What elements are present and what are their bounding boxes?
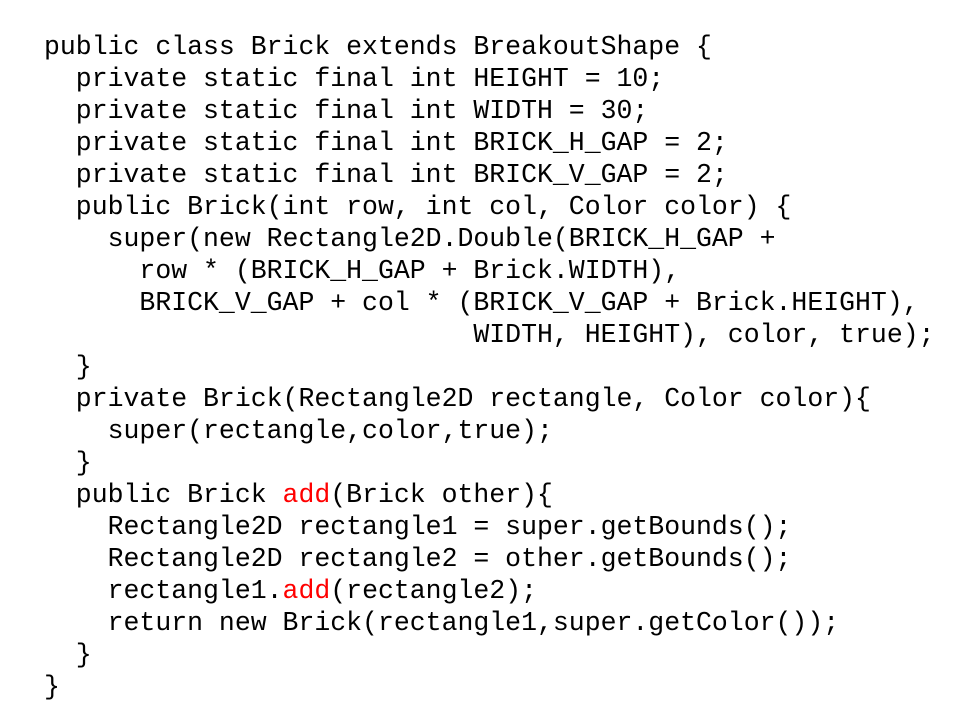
code-line: private static final int HEIGHT = 10;: [44, 63, 935, 95]
code-line: private static final int BRICK_H_GAP = 2…: [44, 127, 935, 159]
highlighted-method-name: add: [282, 480, 331, 510]
code-segment: super(new Rectangle2D.Double(BRICK_H_GAP…: [44, 224, 776, 254]
code-segment: rectangle1.: [44, 576, 283, 606]
code-line: public Brick(int row, int col, Color col…: [44, 191, 935, 223]
code-segment: private static final int WIDTH = 30;: [44, 96, 649, 126]
code-line: }: [44, 447, 935, 479]
code-line: super(rectangle,color,true);: [44, 415, 935, 447]
code-line: super(new Rectangle2D.Double(BRICK_H_GAP…: [44, 223, 935, 255]
code-line: }: [44, 639, 935, 671]
code-line: private Brick(Rectangle2D rectangle, Col…: [44, 383, 935, 415]
code-segment: super(rectangle,color,true);: [44, 416, 553, 446]
code-line: Rectangle2D rectangle2 = other.getBounds…: [44, 543, 935, 575]
code-segment: }: [44, 672, 60, 702]
code-line: WIDTH, HEIGHT), color, true);: [44, 319, 935, 351]
code-line: }: [44, 671, 935, 703]
code-line: public class Brick extends BreakoutShape…: [44, 31, 935, 63]
code-segment: Rectangle2D rectangle1 = super.getBounds…: [44, 512, 792, 542]
highlighted-method-name: add: [282, 576, 331, 606]
code-segment: private Brick(Rectangle2D rectangle, Col…: [44, 384, 871, 414]
code-segment: WIDTH, HEIGHT), color, true);: [44, 320, 935, 350]
code-line: rectangle1.add(rectangle2);: [44, 575, 935, 607]
code-listing: public class Brick extends BreakoutShape…: [44, 31, 935, 703]
code-segment: (rectangle2);: [330, 576, 537, 606]
code-segment: Rectangle2D rectangle2 = other.getBounds…: [44, 544, 792, 574]
code-segment: public class Brick extends BreakoutShape…: [44, 32, 712, 62]
code-segment: private static final int HEIGHT = 10;: [44, 64, 665, 94]
code-segment: }: [44, 448, 92, 478]
code-segment: BRICK_V_GAP + col * (BRICK_V_GAP + Brick…: [44, 288, 919, 318]
code-line: }: [44, 351, 935, 383]
code-segment: public Brick: [44, 480, 283, 510]
code-segment: private static final int BRICK_H_GAP = 2…: [44, 128, 728, 158]
code-segment: private static final int BRICK_V_GAP = 2…: [44, 160, 728, 190]
code-segment: public Brick(int row, int col, Color col…: [44, 192, 792, 222]
code-segment: }: [44, 352, 92, 382]
code-line: private static final int WIDTH = 30;: [44, 95, 935, 127]
code-line: private static final int BRICK_V_GAP = 2…: [44, 159, 935, 191]
code-line: public Brick add(Brick other){: [44, 479, 935, 511]
code-segment: }: [44, 640, 92, 670]
code-line: BRICK_V_GAP + col * (BRICK_V_GAP + Brick…: [44, 287, 935, 319]
code-line: Rectangle2D rectangle1 = super.getBounds…: [44, 511, 935, 543]
code-segment: (Brick other){: [330, 480, 553, 510]
code-segment: row * (BRICK_H_GAP + Brick.WIDTH),: [44, 256, 681, 286]
code-line: row * (BRICK_H_GAP + Brick.WIDTH),: [44, 255, 935, 287]
code-line: return new Brick(rectangle1,super.getCol…: [44, 607, 935, 639]
code-segment: return new Brick(rectangle1,super.getCol…: [44, 608, 840, 638]
